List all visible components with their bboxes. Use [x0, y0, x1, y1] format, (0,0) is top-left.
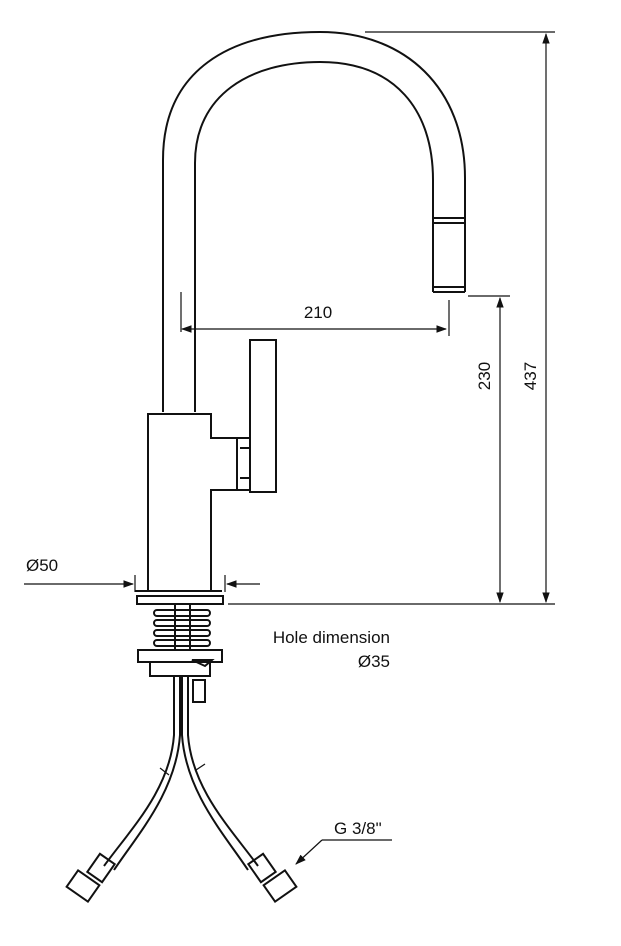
spout-height-value: 230: [475, 362, 494, 390]
base-diameter-value: Ø50: [26, 556, 58, 575]
supply-hoses: [65, 676, 298, 904]
hole-dimension-note: Hole dimension Ø35: [273, 628, 390, 671]
lever-handle: [237, 339, 277, 493]
hole-dimension-value: Ø35: [358, 652, 390, 671]
reach-value: 210: [304, 303, 332, 322]
dimension-reach: 210: [180, 292, 450, 336]
thread-callout: G 3/8": [295, 819, 392, 865]
faucet-spout: [162, 30, 466, 412]
total-height-value: 437: [521, 362, 540, 390]
hose-connector-left: [65, 852, 117, 904]
dimension-spout-height: 230: [468, 295, 510, 604]
dimension-base-diameter: Ø50: [24, 556, 260, 592]
hole-dimension-label: Hole dimension: [273, 628, 390, 647]
faucet-body: [135, 413, 238, 592]
hose-connector-right: [246, 852, 298, 904]
thread-size-label: G 3/8": [334, 819, 382, 838]
dimension-total-height: 437: [228, 31, 555, 605]
